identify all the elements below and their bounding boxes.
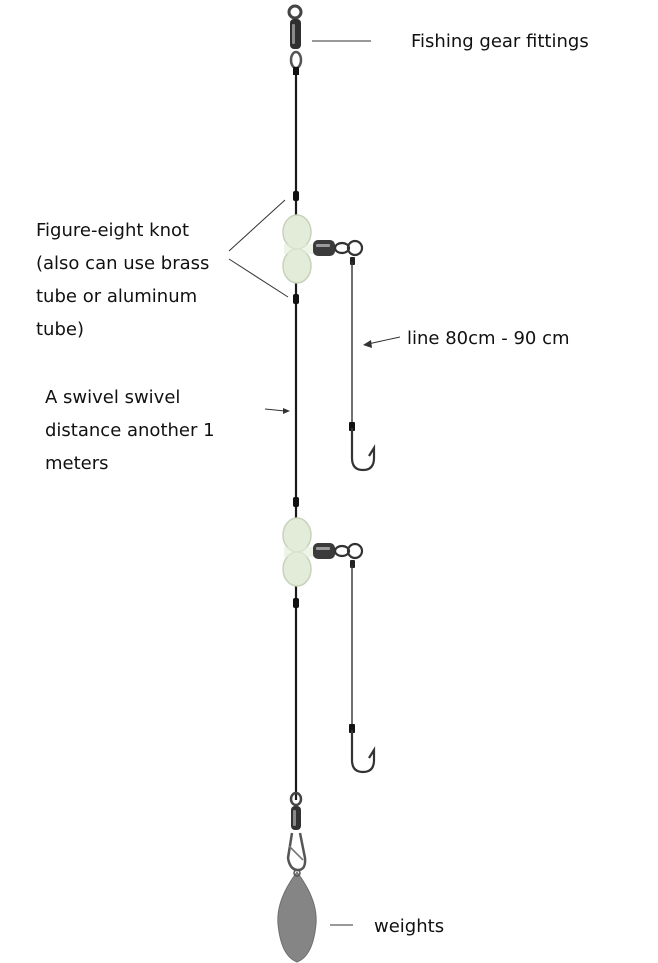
label-swivel-distance: A swivel swivel distance another 1 meter… <box>45 387 215 474</box>
bead-swivel-icon <box>282 517 364 587</box>
snap-swivel-icon <box>286 791 307 872</box>
crimp-sleeve <box>293 497 299 507</box>
top-swivel-icon <box>287 4 303 75</box>
crimp-sleeve <box>293 191 299 201</box>
pointer-knot-upper <box>228 199 286 252</box>
fish-hook-icon <box>350 428 376 472</box>
label-fishing-gear-fittings: Fishing gear fittings <box>411 31 589 52</box>
label-weights: weights <box>374 916 445 937</box>
pointer-knot-lower <box>228 258 289 298</box>
pointer-swivel-distance <box>264 408 286 412</box>
crimp-sleeve <box>349 724 355 733</box>
crimp-sleeve <box>293 294 299 304</box>
sinker-weight-icon <box>277 871 317 963</box>
label-figure-eight-knot: Figure-eight knot (also can use brass tu… <box>36 220 210 340</box>
pointer-arrowhead <box>283 408 290 414</box>
fish-hook-icon <box>350 730 376 774</box>
pointer-line-length <box>367 336 401 345</box>
sinker-eye <box>293 869 301 877</box>
label-line-length: line 80cm - 90 cm <box>407 328 570 349</box>
bead-swivel-icon <box>282 214 364 284</box>
crimp-sleeve <box>293 598 299 608</box>
crimp-sleeve <box>349 422 355 431</box>
pointer-arrowhead <box>363 340 372 348</box>
